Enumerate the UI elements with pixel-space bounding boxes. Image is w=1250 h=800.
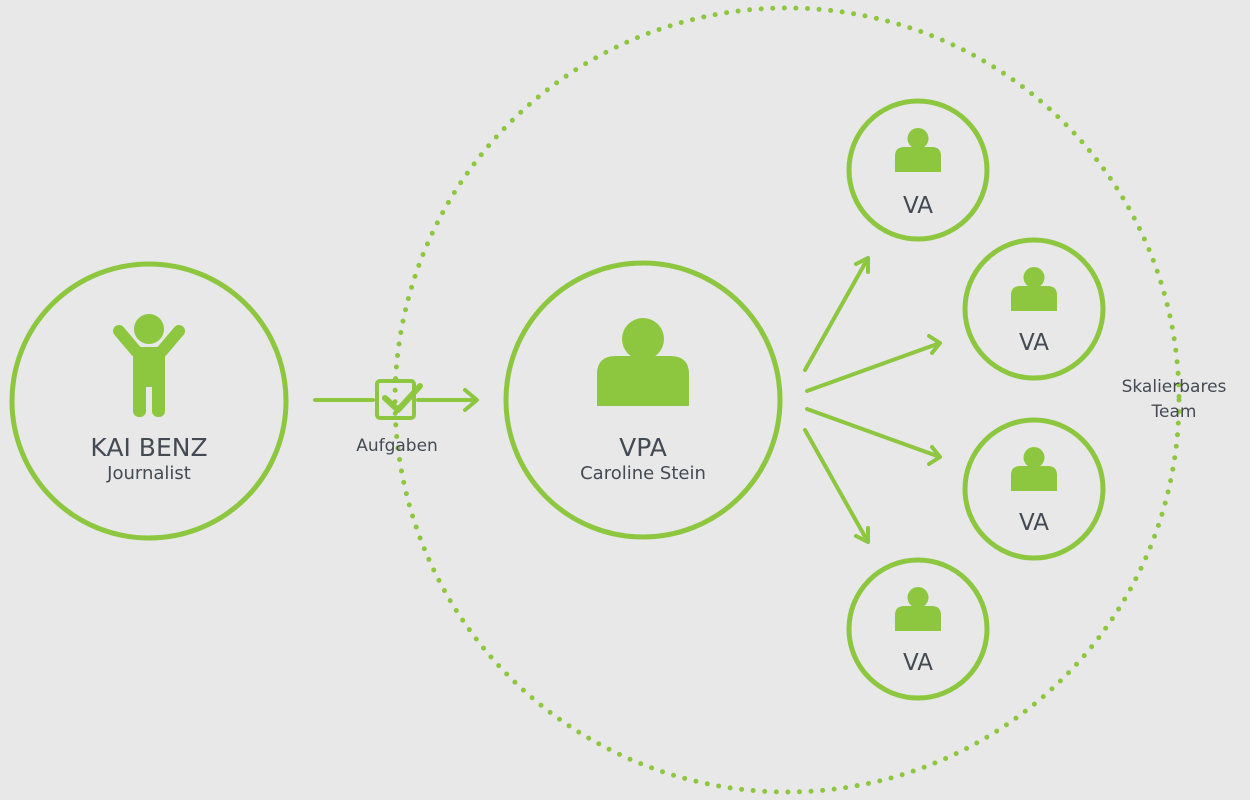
va-label: VA <box>1019 510 1049 536</box>
vpa-user-icon <box>597 318 689 406</box>
va-user-icon <box>1011 267 1057 311</box>
delegation-arrows <box>803 256 942 544</box>
vpa-title: VPA <box>619 433 667 462</box>
arrow-to-va-1 <box>803 256 870 372</box>
team-label-line2: Team <box>1151 402 1197 422</box>
checkbox-checked-icon <box>375 379 423 420</box>
arrow-to-va-3 <box>805 407 942 466</box>
vpa-node: VPA Caroline Stein <box>503 260 783 540</box>
va-node: VA <box>962 237 1106 381</box>
arrow-to-va-4 <box>803 428 870 544</box>
va-user-icon <box>895 128 941 172</box>
client-role: Journalist <box>106 463 191 484</box>
task-flow-label: Aufgaben <box>356 436 438 456</box>
team-boundary-dotted-circle <box>392 5 1182 795</box>
va-node: VA <box>846 557 990 701</box>
team-label-line1: Skalierbares <box>1122 377 1227 397</box>
va-label: VA <box>1019 330 1049 356</box>
client-node: KAI BENZ Journalist <box>9 261 289 541</box>
va-user-icon <box>895 587 941 631</box>
arrow-to-va-2 <box>805 334 942 393</box>
task-flow-connector <box>313 388 479 412</box>
va-node: VA <box>962 417 1106 561</box>
vpa-name: Caroline Stein <box>580 463 706 484</box>
va-node: VA <box>846 98 990 242</box>
va-label: VA <box>903 650 933 676</box>
va-label: VA <box>903 193 933 219</box>
client-name: KAI BENZ <box>90 433 207 462</box>
person-arms-raised-icon <box>113 314 185 417</box>
va-user-icon <box>1011 447 1057 491</box>
